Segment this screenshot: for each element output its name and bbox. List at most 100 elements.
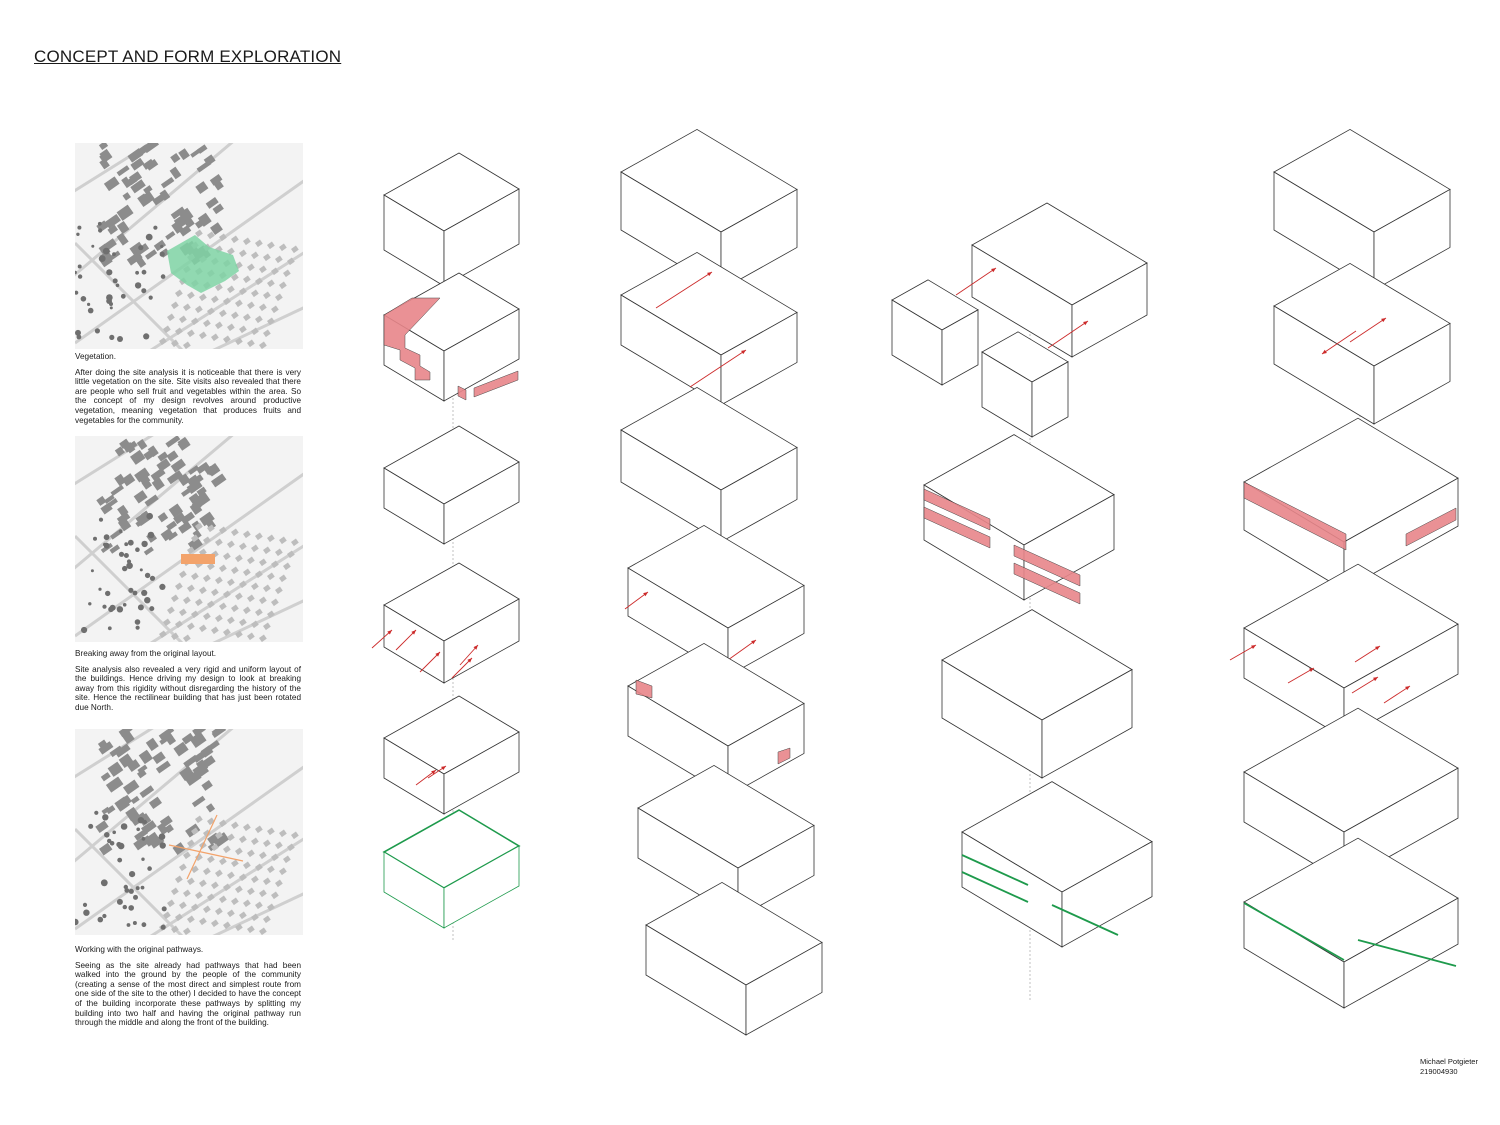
map-house: [199, 331, 207, 340]
map-road: [212, 306, 303, 349]
map-building: [205, 197, 219, 209]
map-house: [235, 630, 243, 639]
map-tree: [100, 879, 108, 887]
map-tree: [115, 283, 120, 288]
map-building: [118, 729, 133, 737]
map-tree: [88, 823, 94, 829]
map-house: [231, 859, 239, 868]
map-house: [175, 327, 183, 336]
map-building: [123, 779, 140, 795]
map-building: [121, 730, 135, 745]
map-house: [207, 600, 215, 609]
map-road: [75, 436, 234, 570]
map-building: [104, 494, 115, 504]
map-building: [178, 148, 190, 161]
highlight-band: [457, 385, 467, 401]
map-house: [199, 586, 207, 595]
map-house: [194, 598, 203, 607]
map-house: [282, 562, 291, 571]
pathway-edge: [961, 871, 1029, 903]
map-building: [186, 479, 203, 495]
map-house: [223, 297, 231, 306]
map-road: [75, 729, 154, 779]
side-face: [443, 308, 520, 402]
map-tree: [128, 888, 134, 894]
map-house: [254, 532, 263, 541]
map-building: [121, 176, 132, 189]
map-tree: [87, 302, 91, 306]
side-face: [1343, 897, 1459, 1009]
map-house: [259, 341, 267, 349]
map-house: [211, 333, 219, 342]
map-tree: [117, 336, 123, 342]
map-building: [212, 832, 230, 848]
map-house: [247, 925, 255, 934]
map-tree: [153, 225, 158, 230]
map-tree: [103, 534, 110, 541]
movement-arrow: [395, 629, 417, 651]
map-house: [207, 817, 215, 826]
arrow-head: [441, 766, 446, 771]
map-building: [136, 439, 148, 451]
map-building: [186, 474, 199, 486]
side-face: [745, 941, 823, 1036]
map-house: [191, 534, 199, 543]
map-building: [138, 749, 153, 765]
map-building: [126, 759, 141, 772]
map-house: [287, 843, 295, 852]
arrow-head: [387, 630, 392, 635]
map-house: [183, 303, 191, 312]
map-tree: [94, 810, 99, 815]
map-house: [183, 927, 191, 935]
map-building: [159, 189, 171, 201]
map-house: [211, 881, 219, 890]
map-building: [98, 741, 114, 755]
map-house: [163, 911, 171, 920]
map-building: [157, 822, 169, 835]
massing-block: [620, 386, 798, 543]
map-building: [114, 796, 131, 812]
map-house: [259, 303, 267, 312]
map-building: [133, 490, 148, 504]
map-house: [231, 273, 239, 282]
map-house: [183, 851, 191, 860]
map-house: [266, 534, 275, 543]
map-house: [278, 867, 287, 876]
map-house: [183, 341, 191, 349]
map-building: [101, 806, 111, 815]
massing-block: [1273, 262, 1451, 425]
map-house: [239, 911, 247, 920]
map-building: [196, 486, 207, 497]
map-building: [165, 231, 176, 240]
map-tree: [97, 916, 104, 923]
arrow-head: [431, 770, 436, 775]
map-building: [99, 148, 113, 163]
map-house: [203, 867, 211, 876]
map-house: [207, 855, 215, 864]
map-house: [263, 291, 271, 300]
map-house: [247, 849, 255, 858]
map-building: [107, 224, 119, 235]
map-building: [103, 176, 120, 192]
map-tree: [98, 255, 106, 262]
map-tree: [77, 225, 82, 230]
map-building: [212, 203, 224, 215]
map-house: [231, 604, 239, 613]
map-building: [192, 729, 206, 737]
map-building: [122, 192, 131, 201]
map-building: [169, 166, 182, 180]
map-building: [166, 520, 178, 531]
map-tree: [82, 902, 88, 907]
map-house: [183, 634, 191, 642]
map-house: [235, 885, 243, 894]
map-tree: [149, 575, 156, 581]
map-house: [259, 889, 267, 898]
map-house: [282, 269, 291, 278]
map-building: [157, 512, 169, 523]
map-house: [215, 283, 223, 292]
map-tree: [119, 529, 123, 533]
map-house: [275, 879, 283, 888]
map-building: [121, 473, 136, 487]
map-building: [201, 780, 213, 791]
map-tree: [133, 894, 138, 900]
